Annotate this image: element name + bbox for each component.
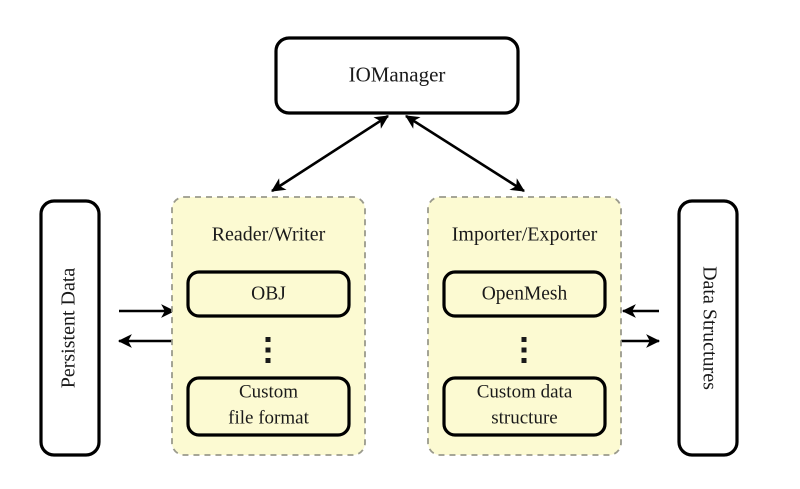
leaf-custom-data-structure[interactable]: Custom data structure	[442, 376, 607, 437]
group-importer-exporter[interactable]: Importer/Exporter OpenMesh Custom data s…	[427, 196, 622, 456]
node-persistent-data[interactable]: Persistent Data	[39, 199, 101, 457]
iomanager-label: IOManager	[349, 62, 446, 86]
node-data-structures[interactable]: Data Structures	[677, 199, 739, 457]
obj-label: OBJ	[251, 283, 286, 304]
leaf-obj[interactable]: OBJ	[186, 270, 351, 318]
persistent-data-label: Persistent Data	[58, 268, 80, 389]
custom-data-structure-label-line2: structure	[491, 407, 557, 428]
custom-file-format-box	[186, 376, 351, 437]
node-iomanager[interactable]: IOManager	[274, 36, 520, 115]
connector-manager-reader-writer	[271, 114, 389, 193]
ellipsis-importer-exporter	[521, 337, 527, 363]
ellipsis-reader-writer	[265, 337, 271, 363]
custom-file-format-label-line2: file format	[228, 407, 309, 428]
openmesh-box	[442, 270, 607, 318]
data-structures-box	[677, 199, 739, 457]
leaf-custom-file-format[interactable]: Custom file format	[186, 376, 351, 437]
connector-manager-importer-exporter	[405, 114, 525, 193]
leaf-openmesh[interactable]: OpenMesh	[442, 270, 607, 318]
reader-writer-group-label: Reader/Writer	[212, 224, 326, 246]
custom-data-structure-box	[442, 376, 607, 437]
iomanager-box	[274, 36, 520, 115]
obj-box	[186, 270, 351, 318]
persistent-data-box	[39, 199, 101, 457]
custom-file-format-label-line1: Custom	[239, 381, 298, 402]
openmesh-label: OpenMesh	[482, 283, 568, 304]
importer-exporter-group-label: Importer/Exporter	[452, 224, 598, 246]
data-structures-label: Data Structures	[698, 266, 720, 390]
group-reader-writer[interactable]: Reader/Writer OBJ Custom file format	[171, 196, 366, 456]
custom-data-structure-label-line1: Custom data	[477, 381, 573, 402]
